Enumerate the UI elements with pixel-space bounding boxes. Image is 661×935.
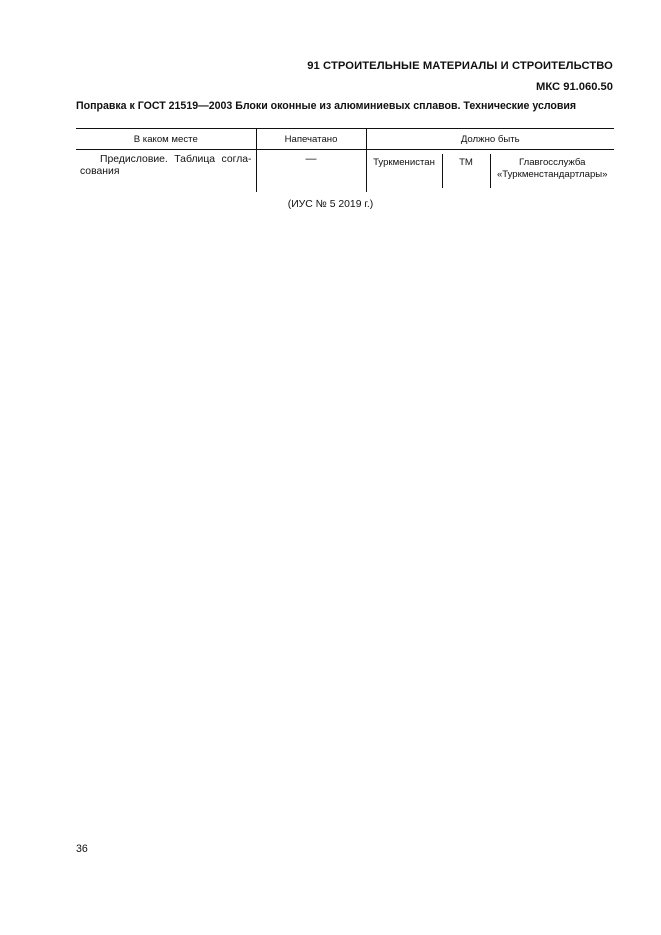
header-printed: Напечатано bbox=[255, 128, 366, 150]
country-name: Туркменистан bbox=[367, 154, 443, 188]
mks-code: МКС 91.060.50 bbox=[536, 81, 613, 93]
section-heading: 91 СТРОИТЕЛЬНЫЕ МАТЕРИАЛЫ И СТРОИТЕЛЬСТВ… bbox=[307, 60, 613, 72]
should-be-content: Туркменистан TM Главгосслужба «Туркменст… bbox=[367, 154, 615, 188]
cell-place: Предисловие. Таблица согла-сования bbox=[80, 154, 252, 177]
table-header-row: В каком месте Напечатано Должно быть bbox=[76, 128, 614, 150]
agency-line-1: Главгосслужба bbox=[518, 157, 586, 168]
agency-line-2: «Туркменстандартлары» bbox=[496, 169, 608, 180]
source-reference: (ИУС № 5 2019 г.) bbox=[287, 199, 374, 210]
standards-agency: Главгосслужба «Туркменстандартлары» bbox=[491, 154, 615, 188]
header-should-be: Должно быть bbox=[365, 128, 614, 150]
page-number: 36 bbox=[76, 843, 88, 855]
amendment-title: Поправка к ГОСТ 21519—2003 Блоки оконные… bbox=[76, 100, 577, 112]
country-code: TM bbox=[443, 154, 491, 188]
cell-should-be: Туркменистан TM Главгосслужба «Туркменст… bbox=[365, 149, 615, 192]
table-row: Предисловие. Таблица согла-сования — Тур… bbox=[76, 149, 615, 192]
cell-printed: — bbox=[255, 149, 366, 192]
amendment-table: В каком месте Напечатано Должно быть Пре… bbox=[76, 128, 614, 192]
header-place: В каком месте bbox=[76, 128, 256, 150]
